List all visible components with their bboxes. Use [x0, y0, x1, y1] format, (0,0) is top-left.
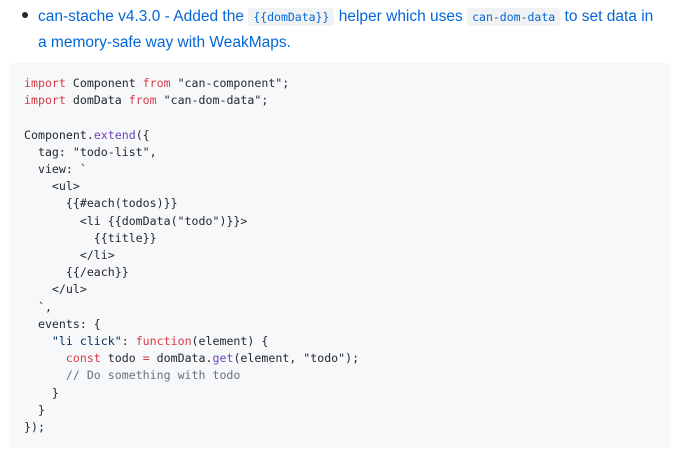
code-line: `, [24, 299, 671, 316]
code-token: import [24, 76, 66, 90]
changelog-text-suffix: to set data in a memory-safe way with We… [38, 8, 654, 51]
code-token: import [24, 93, 66, 108]
inline-code-can-dom-data: can-dom-data [467, 8, 561, 26]
code-line: events: { [24, 316, 671, 333]
code-token: events: { [24, 316, 101, 331]
code-token: </ul> [24, 282, 87, 297]
code-token: todo [100, 351, 143, 366]
code-token: <ul> [24, 179, 80, 194]
code-token: }); [24, 420, 45, 435]
code-line: </ul> [24, 281, 671, 298]
code-listing: import Component from "can-component";im… [24, 75, 671, 436]
inline-code-domdata: {{domData}} [248, 8, 335, 26]
code-line: {{#each(todos)}} [24, 195, 671, 212]
code-token: extend [93, 127, 136, 142]
code-token: "li click" [51, 334, 122, 349]
code-token: Component. [24, 127, 94, 142]
code-token: Component [65, 76, 143, 90]
code-token: (element, "todo"); [233, 351, 360, 366]
code-line: }); [24, 419, 671, 436]
code-line: } [24, 402, 671, 419]
code-line: const todo = domData.get(element, "todo"… [24, 350, 671, 367]
code-token: from [142, 76, 171, 90]
code-token: get [212, 351, 234, 366]
code-line: Component.extend({ [24, 127, 671, 144]
code-line: } [24, 385, 671, 402]
code-line: import domData from "can-dom-data"; [24, 92, 671, 109]
code-line: "li click": function(element) { [24, 333, 671, 350]
code-token: function [135, 334, 192, 349]
code-line: {{/each}} [24, 264, 671, 281]
code-token: "can-component"; [170, 76, 290, 90]
code-token: tag: "todo-list", [24, 144, 157, 159]
code-token: {{#each(todos)}} [24, 196, 178, 211]
code-token [24, 351, 66, 365]
code-line: {{title}} [24, 230, 671, 247]
changelog-link[interactable]: can-stache v4.3.0 - Added the {{domData}… [38, 4, 658, 55]
code-line: view: ` [24, 161, 671, 178]
code-token: : [121, 334, 136, 349]
code-token [24, 334, 52, 348]
code-token: {{/each}} [24, 265, 129, 280]
code-token: from [128, 93, 157, 108]
code-token: view: ` [24, 162, 87, 177]
code-token: "can-dom-data"; [156, 93, 269, 108]
changelog-text-prefix: can-stache v4.3.0 - Added the [38, 8, 249, 25]
code-line: // Do something with todo [24, 367, 671, 384]
code-token: `, [24, 299, 52, 314]
code-token: const [65, 351, 101, 366]
code-line: <li {{domData("todo")}}> [24, 213, 671, 230]
code-token: <li {{domData("todo")}}> [24, 213, 248, 228]
code-token: </li> [24, 248, 115, 263]
code-line: </li> [24, 247, 671, 264]
code-token: } [24, 402, 45, 417]
code-token: domData. [149, 351, 213, 366]
code-block: import Component from "can-component";im… [9, 63, 671, 448]
code-line: tag: "todo-list", [24, 144, 671, 161]
code-token [24, 368, 66, 382]
code-token: ({ [135, 127, 150, 142]
code-token: // Do something with todo [65, 368, 241, 383]
code-line: <ul> [24, 178, 671, 195]
code-line: import Component from "can-component"; [24, 75, 671, 92]
code-token: = [142, 351, 150, 366]
code-token: {{title}} [24, 230, 157, 245]
changelog-text-middle: helper which uses [334, 8, 468, 25]
code-line [24, 109, 671, 126]
bullet-icon [22, 12, 28, 18]
code-token: domData [65, 93, 129, 108]
code-token: (element) { [191, 334, 269, 349]
code-token: } [24, 385, 59, 400]
